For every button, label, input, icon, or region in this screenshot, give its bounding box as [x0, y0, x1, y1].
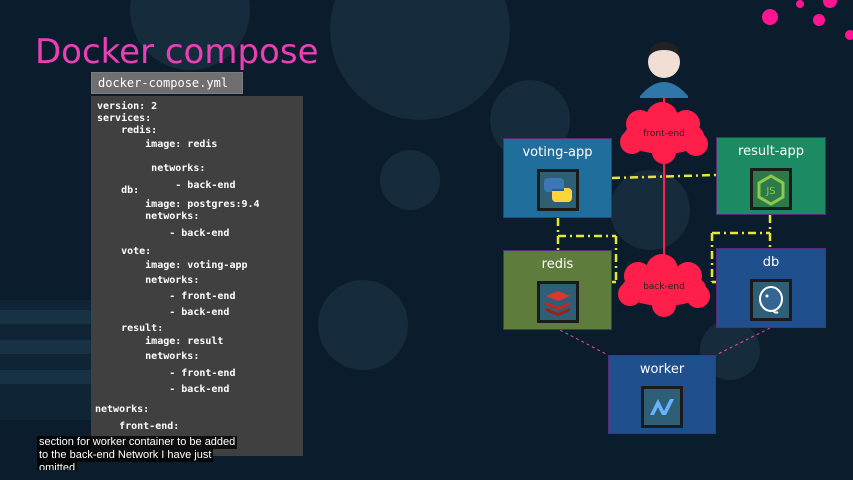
decor-dot — [813, 14, 825, 26]
nodejs-icon: JS — [750, 168, 792, 210]
decor-dot — [796, 0, 804, 8]
code-line: networks: — [97, 351, 200, 362]
voting-app-service: voting-app — [503, 138, 612, 218]
code-line: image: voting-app — [97, 260, 248, 271]
front-end-network-cloud — [620, 102, 708, 164]
caption-line: omitted — [37, 462, 78, 470]
service-label: result-app — [738, 144, 804, 159]
back-end-network-label: back-end — [643, 282, 685, 292]
result-app-service: result-app JS — [716, 137, 826, 215]
code-line: image: postgres:9.4 — [97, 199, 260, 210]
code-line: - front-end — [97, 291, 236, 302]
code-line: - back-end — [97, 180, 236, 191]
python-icon — [536, 169, 579, 211]
service-links — [556, 173, 772, 284]
postgres-icon — [750, 279, 792, 321]
code-line: networks: — [97, 211, 200, 222]
back-end-network-cloud — [618, 254, 710, 317]
bg-circle — [380, 150, 440, 210]
code-line: - front-end — [97, 368, 236, 379]
code-line: - back-end — [97, 384, 230, 395]
code-line: vote: — [97, 246, 152, 257]
bg-circle — [318, 280, 408, 370]
code-line: services: — [97, 113, 152, 124]
service-label: redis — [541, 257, 574, 272]
service-label: worker — [639, 362, 685, 377]
code-line: front-end: — [95, 421, 180, 432]
service-label: voting-app — [522, 145, 593, 160]
decor-dot — [823, 0, 837, 8]
caption-line: section for worker container to be added — [37, 436, 238, 449]
code-line: networks: — [95, 404, 150, 415]
code-line: db: — [97, 185, 140, 196]
code-block: version: 2 services: redis: image: redis… — [91, 96, 303, 456]
bg-circle — [610, 170, 690, 250]
code-line: - back-end — [97, 228, 230, 239]
container-ship-graphic — [0, 300, 100, 420]
db-service: db — [716, 248, 826, 328]
code-line: image: redis — [97, 139, 218, 150]
file-name-tab: docker-compose.yml — [91, 72, 243, 94]
code-line: - back-end — [97, 307, 230, 318]
svg-text:JS: JS — [765, 186, 775, 197]
worker-links — [559, 327, 771, 356]
user-icon — [640, 42, 688, 98]
front-end-network-label: front-end — [643, 129, 685, 139]
code-line: redis: — [97, 125, 158, 136]
caption-line: to the back-end Network I have just — [37, 449, 214, 462]
service-label: db — [762, 255, 780, 270]
worker-service: worker — [608, 355, 716, 434]
code-line: result: — [97, 323, 164, 334]
dotnet-icon — [641, 386, 683, 428]
slide-title: Docker compose — [35, 32, 319, 72]
code-line: networks: — [97, 275, 200, 286]
code-line: image: result — [97, 336, 224, 347]
redis-service: redis — [503, 250, 612, 330]
code-line: version: 2 — [97, 101, 158, 112]
redis-icon — [536, 281, 579, 323]
code-line: networks: — [97, 163, 206, 174]
decor-dot — [762, 9, 778, 25]
decor-dot — [845, 30, 853, 40]
